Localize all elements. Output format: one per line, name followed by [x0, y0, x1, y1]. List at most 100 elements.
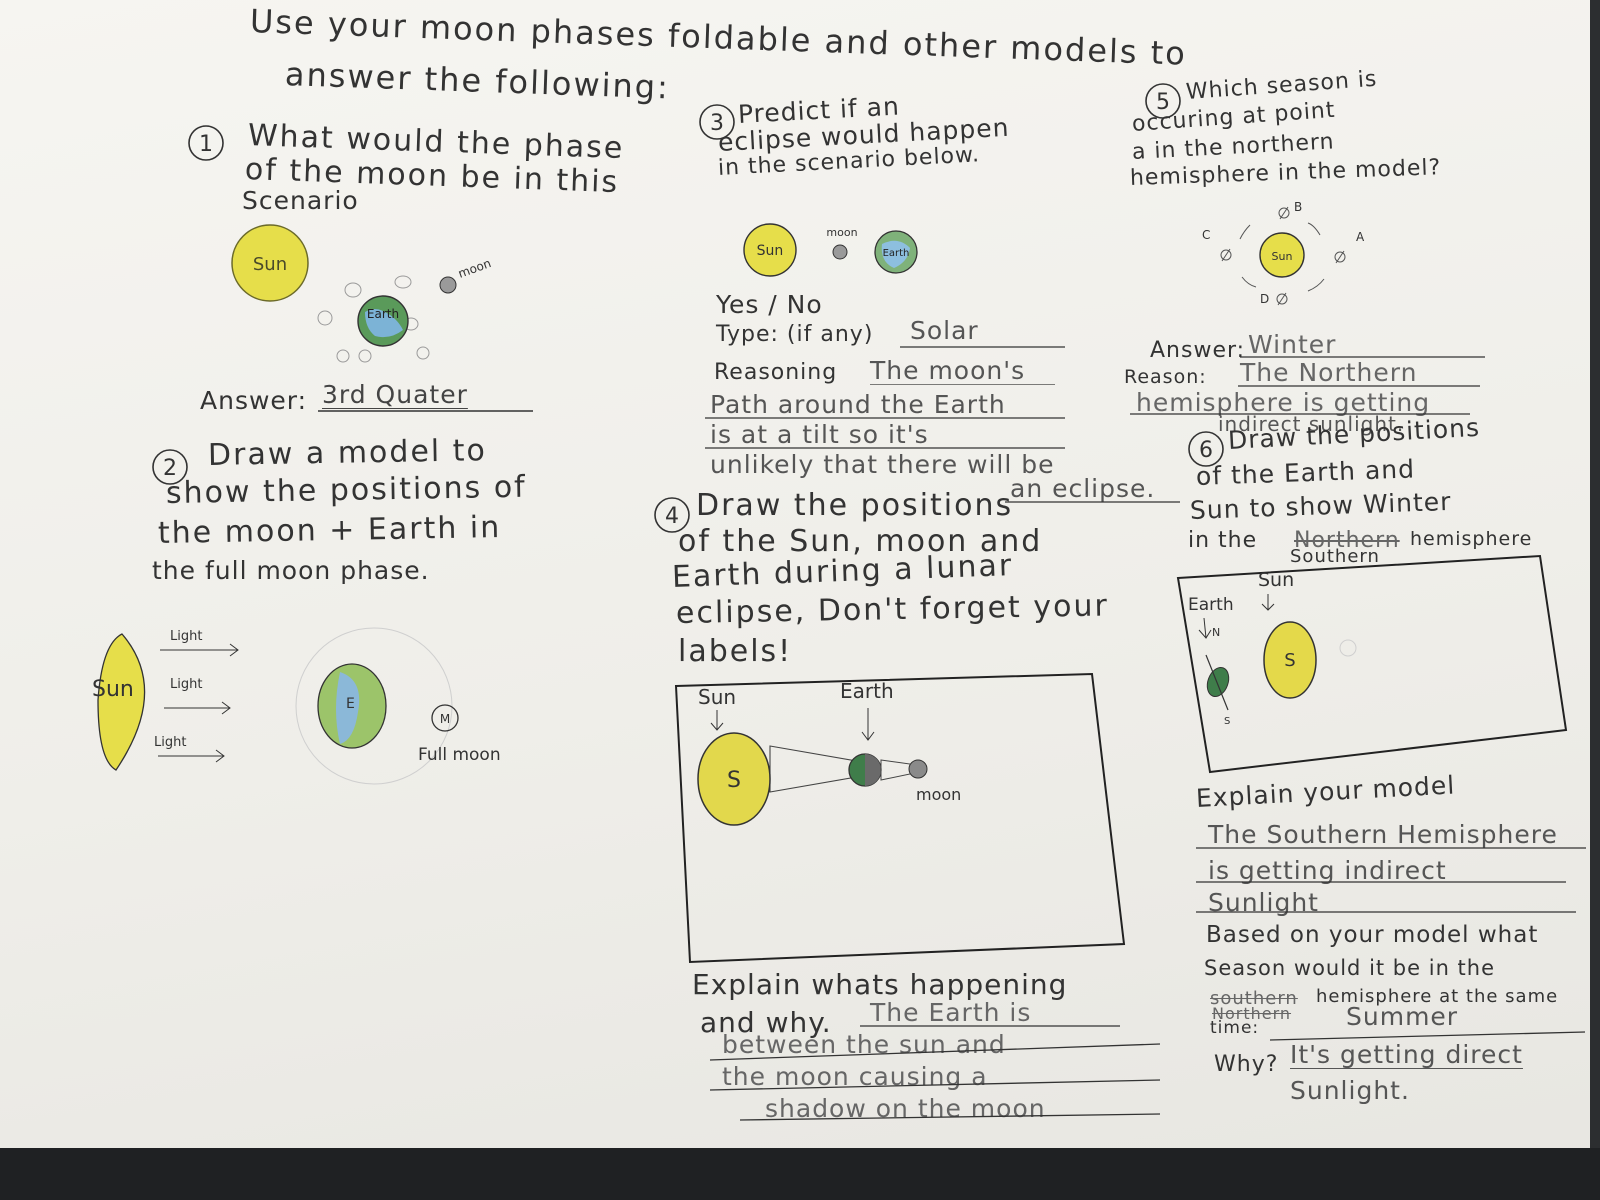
- q3-reasoning-line-2: Path around the Earth: [710, 390, 1006, 419]
- q3-type-answer: Solar: [910, 316, 979, 345]
- q1-moon-label: moon: [456, 256, 493, 281]
- q5-answer-label: Answer:: [1150, 338, 1246, 363]
- q2-number: 2: [163, 456, 177, 481]
- q2-sun-label: Sun: [92, 677, 134, 702]
- q6-s-letter: S: [1224, 716, 1230, 727]
- q4-sun: [697, 732, 771, 826]
- q2-light-label-3: Light: [154, 735, 186, 750]
- q4-drawing-box: Sun S Earth moon: [674, 672, 1126, 964]
- q5-reason-label: Reason:: [1124, 366, 1207, 388]
- header-line-2: answer the following:: [284, 55, 671, 107]
- q3-type-line: [900, 346, 1065, 348]
- q6-based-struck: southern: [1210, 988, 1298, 1009]
- desk-surface: [0, 1148, 1600, 1200]
- q1-answer-label: Answer:: [200, 386, 308, 415]
- q3-yes-no: Yes / No: [716, 290, 823, 319]
- q4-number-circle: 4: [654, 497, 690, 533]
- q4-question-line-5: labels!: [678, 634, 793, 669]
- q1-number-circle: 1: [188, 125, 224, 161]
- q2-light-label-2: Light: [170, 677, 202, 692]
- q6-question-line-4-struck: Northern: [1294, 528, 1400, 553]
- q5-point-d: D: [1260, 292, 1269, 306]
- q5-answer-line: [1240, 356, 1485, 358]
- q1-moon: [439, 276, 457, 294]
- q5-sun-label: Sun: [1272, 250, 1293, 263]
- q6-earth-label: Earth: [1188, 595, 1234, 615]
- q6-explain-line-1: The Southern Hemisphere: [1208, 820, 1558, 849]
- q6-sun-label: Sun: [1258, 569, 1294, 591]
- q6-question-line-2: of the Earth and: [1195, 454, 1416, 491]
- q2-diagram: Sun Light Light Light E M Full moon: [92, 627, 501, 785]
- q3-number: 3: [710, 111, 724, 136]
- q5-reason-line-1: The Northern: [1240, 358, 1418, 387]
- q6-based-line-4: time:: [1210, 1018, 1260, 1038]
- q5-sun: [1259, 232, 1305, 278]
- q6-sun: [1263, 621, 1317, 699]
- q2-question-line-1: Draw a model to: [207, 433, 488, 473]
- q4-explain-label-2: and why.: [700, 1006, 832, 1039]
- q6-explain-lines: [1196, 847, 1586, 913]
- q4-moon: [908, 759, 928, 779]
- q1-number: 1: [199, 132, 213, 157]
- q4-question-line-2: of the Sun, moon and: [678, 524, 1043, 559]
- q2-moon: [431, 704, 459, 732]
- q5-reason-lines: [1130, 385, 1480, 415]
- q5-reason-line-2: hemisphere is getting: [1136, 388, 1431, 417]
- q6-explain-line-2: is getting indirect: [1208, 856, 1447, 885]
- q1-answer-line: [318, 410, 533, 412]
- q6-question-line-3: Sun to show Winter: [1189, 486, 1452, 525]
- q3-number-circle: 3: [699, 104, 735, 140]
- q2-question-line-2: show the positions of: [165, 469, 528, 511]
- q2-question-line-4: the full moon phase.: [152, 556, 430, 585]
- q6-why-label: Why?: [1214, 1052, 1279, 1077]
- q6-drawing-box: Earth Sun N S S: [1176, 554, 1568, 774]
- q4-explain-lines: [709, 1025, 1160, 1121]
- q3-moon: [832, 244, 848, 260]
- q2-moon-letter: M: [440, 712, 450, 726]
- q4-sun-label: Sun: [698, 685, 736, 709]
- q1-question-line-3: Scenario: [242, 186, 359, 215]
- q6-number-circle: 6: [1188, 431, 1224, 467]
- q6-earth: [1206, 666, 1230, 698]
- q2-question-line-3: the moon + Earth in: [157, 510, 502, 551]
- q4-sun-letter: S: [727, 768, 741, 793]
- q4-question-line-4: eclipse, Don't forget your: [675, 588, 1110, 631]
- q3-reasoning-lines: [705, 384, 1180, 503]
- page-right-edge: [1590, 0, 1600, 1148]
- q3-type-label: Type: (if any): [716, 322, 874, 347]
- q4-question-line-1: Draw the positions: [696, 488, 1014, 523]
- q4-explain-line-1: The Earth is: [870, 998, 1032, 1027]
- q6-why-line-2: Sunlight.: [1290, 1076, 1410, 1105]
- q6-based-struck-2: Northern: [1212, 1004, 1292, 1023]
- q4-moon-label: moon: [916, 785, 961, 804]
- q5-number-circle: 5: [1145, 83, 1181, 119]
- q6-sun-letter: S: [1284, 650, 1295, 671]
- q3-reasoning-line-1: The moon's: [870, 356, 1026, 385]
- q1-sun: [231, 224, 309, 302]
- q6-based-line-3: hemisphere at the same: [1316, 986, 1559, 1007]
- q2-number-circle: 2: [152, 449, 188, 485]
- q3-reasoning-line-4: unlikely that there will be: [710, 450, 1055, 479]
- q3-sun: [743, 223, 797, 277]
- q6-why-line-1: It's getting direct: [1290, 1040, 1523, 1069]
- q4-explain-label: Explain whats happening: [692, 968, 1068, 1001]
- q6-question-line-4b: hemisphere: [1410, 528, 1533, 550]
- q5-number: 5: [1156, 90, 1170, 115]
- q1-diagram: Sun Earth moon: [231, 224, 493, 363]
- q6-based-answer: Summer: [1346, 1002, 1459, 1031]
- q2-sun: [97, 633, 146, 771]
- q3-earth-label: Earth: [883, 248, 910, 259]
- q2-full-moon-label: Full moon: [418, 745, 501, 765]
- q3-moon-label: moon: [826, 226, 857, 239]
- q1-earth-label: Earth: [367, 307, 399, 321]
- q3-reasoning-line-3: is at a tilt so it's: [710, 420, 929, 449]
- q2-light-label-1: Light: [170, 629, 202, 644]
- q5-point-b: B: [1294, 200, 1302, 214]
- q6-n-letter: N: [1212, 626, 1220, 639]
- q6-based-line-1: Based on your model what: [1206, 922, 1539, 948]
- q4-earth-label: Earth: [840, 679, 894, 703]
- q6-based-answer-line: [1270, 1031, 1586, 1041]
- q3-sun-label: Sun: [757, 243, 784, 259]
- q6-question-line-4-insert: Southern: [1290, 546, 1380, 567]
